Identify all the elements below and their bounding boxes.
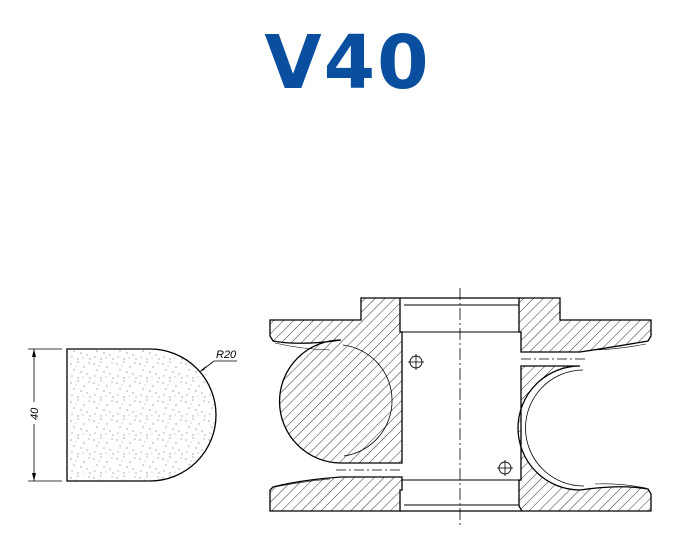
hole-symbol-upper [408,354,424,370]
radius-dimension-label: R20 [216,349,237,361]
left-section-body-lower [269,476,403,512]
product-title: V40 [264,20,431,106]
profile-view: 40 R20 [28,348,237,482]
hole-symbol-lower [497,460,513,476]
height-dimension-label: 40 [29,407,41,420]
profile-shape [66,348,217,482]
right-section-body-lower [517,365,652,512]
right-section-body [518,297,652,353]
left-section-body [269,297,403,464]
section-view [269,288,652,525]
